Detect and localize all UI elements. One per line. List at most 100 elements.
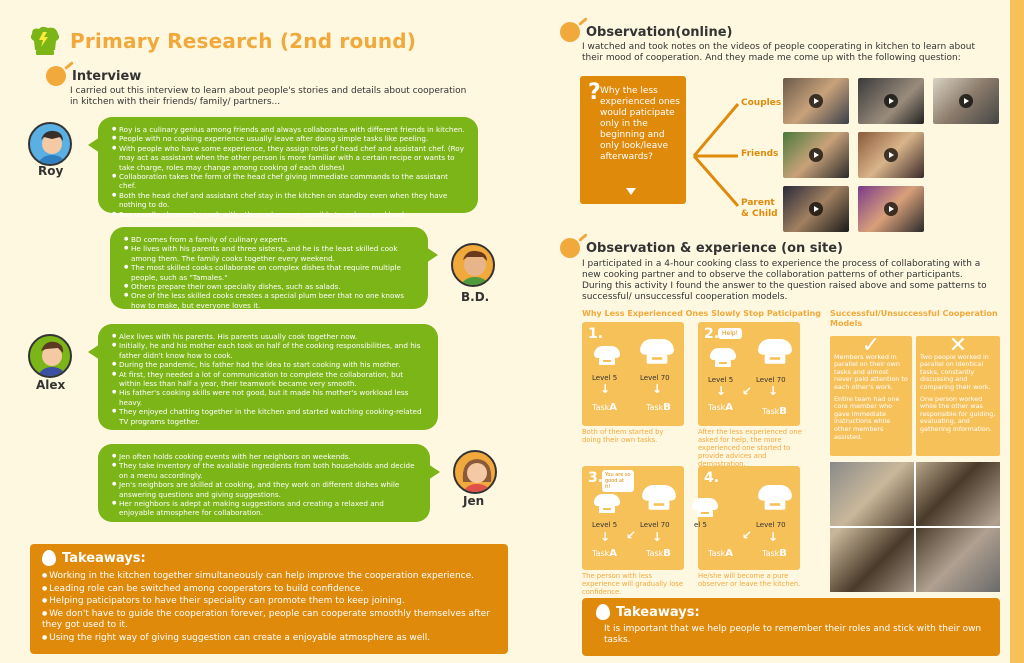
down-arrow-icon: ↓ (716, 384, 727, 398)
interview-heading: Interview (46, 66, 141, 86)
alex-bullet: They enjoyed chatting together in the ki… (112, 407, 426, 426)
observation-onsite-heading: Observation & experience (on site) (560, 238, 843, 258)
person-name-bd: B.D. (461, 290, 490, 304)
observation-online-intro: I watched and took notes on the videos o… (582, 42, 975, 63)
right-subheading: Successful/Unsuccessful Cooperation Mode… (830, 309, 998, 328)
play-icon[interactable] (809, 148, 823, 162)
play-icon[interactable] (809, 94, 823, 108)
task-a-label: TaskA (592, 402, 618, 413)
check-icon: ✓ (861, 333, 881, 358)
diagonal-arrow-icon: ↙ (742, 528, 753, 542)
step-4-caption: He/she will become a pure observer or le… (698, 572, 801, 588)
takeaway-item: Helping paticipators to have their speci… (42, 595, 496, 608)
chef-hat-icon (594, 346, 620, 366)
takeaway-item: We don't have to guide the cooperation f… (42, 608, 496, 632)
bd-bullet: One of the less skilled cooks creates a … (124, 291, 416, 310)
bd-bullet: BD comes from a family of culinary exper… (124, 235, 416, 245)
play-icon[interactable] (884, 202, 898, 216)
task-b-label: TaskB (762, 406, 787, 417)
side-accent-strip (1010, 0, 1024, 663)
step-3-card: 3. You are so good at it! Level 5 Level … (582, 466, 684, 570)
roy-bullet: People with no cooking experience usuall… (112, 134, 466, 144)
alex-bullet: His father's cooking skills were not goo… (112, 388, 426, 407)
play-icon[interactable] (809, 202, 823, 216)
step-2-caption: After the less experienced one asked for… (698, 428, 802, 468)
step-2-card: 2. Help! Level 5 Level 70 ↓ ↙ ↓ TaskA Ta… (698, 322, 800, 426)
down-triangle-icon (626, 188, 636, 195)
category-friends: Friends (741, 149, 779, 159)
interview-intro: I carried out this interview to learn ab… (70, 86, 467, 107)
video-thumbnail[interactable] (858, 78, 924, 124)
video-thumbnail[interactable] (933, 78, 999, 124)
person-name-roy: Roy (38, 164, 64, 178)
jen-bullet: Her neighbors is adept at making suggest… (112, 499, 418, 518)
step-3-caption: The person with less experience will gra… (582, 572, 684, 596)
task-b-label: TaskB (646, 402, 671, 413)
success-model-box: ✓ Members worked in parallel on their ow… (830, 333, 912, 456)
avatar-alex (28, 334, 72, 378)
page-title: Primary Research (2nd round) (70, 29, 417, 53)
takeaways-right-heading: Takeaways: (596, 604, 986, 620)
down-arrow-icon: ↓ (600, 382, 611, 396)
play-icon[interactable] (959, 94, 973, 108)
question-text: Why the less experienced ones would pati… (600, 86, 680, 162)
video-thumbnail[interactable] (783, 78, 849, 124)
roy-bullet: With people who have some experience, th… (112, 144, 466, 172)
task-a-label: TaskA (592, 548, 618, 559)
chef-hat-icon (710, 348, 736, 368)
video-thumbnail[interactable] (783, 186, 849, 232)
takeaway-item: Using the right way of giving suggestion… (42, 632, 496, 645)
takeaways-left: Takeaways: Working in the kitchen togeth… (30, 544, 508, 654)
bd-bullet: The most skilled cooks collaborate on co… (124, 263, 416, 282)
question-box: ? Why the less experienced ones would pa… (580, 76, 686, 204)
pan-icon (46, 66, 66, 86)
alex-bullet: Alex lives with his parents. His parents… (112, 332, 426, 342)
diagonal-arrow-icon: ↙ (742, 384, 753, 398)
branch-arrows (692, 103, 740, 207)
title-block: Primary Research (2nd round) (28, 26, 416, 56)
success-text-1: Members worked in parallel on their own … (834, 352, 908, 391)
jen-bullet: They take inventory of the available ing… (112, 461, 418, 480)
task-a-label: TaskA (708, 548, 734, 559)
step-1-card: 1. Level 5 Level 70 ↓ ↓ TaskA TaskB (582, 322, 684, 426)
play-icon[interactable] (884, 94, 898, 108)
pan-icon (560, 238, 580, 258)
person-name-jen: Jen (463, 494, 485, 508)
down-arrow-icon: ↓ (652, 382, 663, 396)
success-text-2: Entire team had one core member who gave… (834, 394, 900, 441)
video-thumbnail[interactable] (858, 132, 924, 178)
takeaway-item: Leading role can be switched among coope… (42, 583, 496, 596)
pan-icon (560, 22, 580, 42)
takeaways-left-heading: Takeaways: (42, 550, 496, 566)
step-1-caption: Both of them started by doing their own … (582, 428, 664, 444)
chef-hat-icon (640, 339, 674, 365)
chef-hat-icon (758, 339, 792, 365)
cross-icon: ✕ (948, 333, 968, 358)
alex-bullet: Initially, he and his mother each took o… (112, 341, 426, 360)
takeaways-right-text: It is important that we help people to r… (604, 624, 982, 645)
bubble-bd: BD comes from a family of culinary exper… (110, 227, 438, 310)
bd-bullet: He lives with his parents and three sist… (124, 244, 416, 263)
avatar-roy (28, 122, 72, 166)
praise-bubble: You are so good at it! (602, 470, 634, 492)
bubble-roy: Roy is a culinary genius among friends a… (88, 117, 478, 219)
cooking-class-photos (830, 462, 1000, 592)
avatar-jen (453, 450, 497, 494)
chef-hat-icon (692, 498, 718, 518)
fail-model-box: ✕ Two people worked in parallel on ident… (916, 333, 1000, 456)
observation-online-heading: Observation(online) (560, 22, 732, 42)
video-thumbnail[interactable] (783, 132, 849, 178)
category-couples: Couples (741, 98, 782, 108)
play-icon[interactable] (884, 148, 898, 162)
flame-icon (596, 604, 610, 620)
roy-bullet: Collaboration takes the form of the head… (112, 172, 466, 191)
roy-bullet: Both the head chef and assistant chef st… (112, 191, 466, 210)
task-b-label: TaskB (646, 548, 671, 559)
video-thumbnail[interactable] (858, 186, 924, 232)
fail-text-2: One person worked while the other was re… (920, 394, 996, 433)
down-arrow-icon: ↓ (652, 530, 663, 544)
bubble-alex: Alex lives with his parents. His parents… (88, 324, 438, 430)
bubble-jen: Jen often holds cooking events with her … (98, 444, 440, 522)
task-a-label: TaskA (708, 402, 734, 413)
person-name-alex: Alex (36, 378, 66, 392)
